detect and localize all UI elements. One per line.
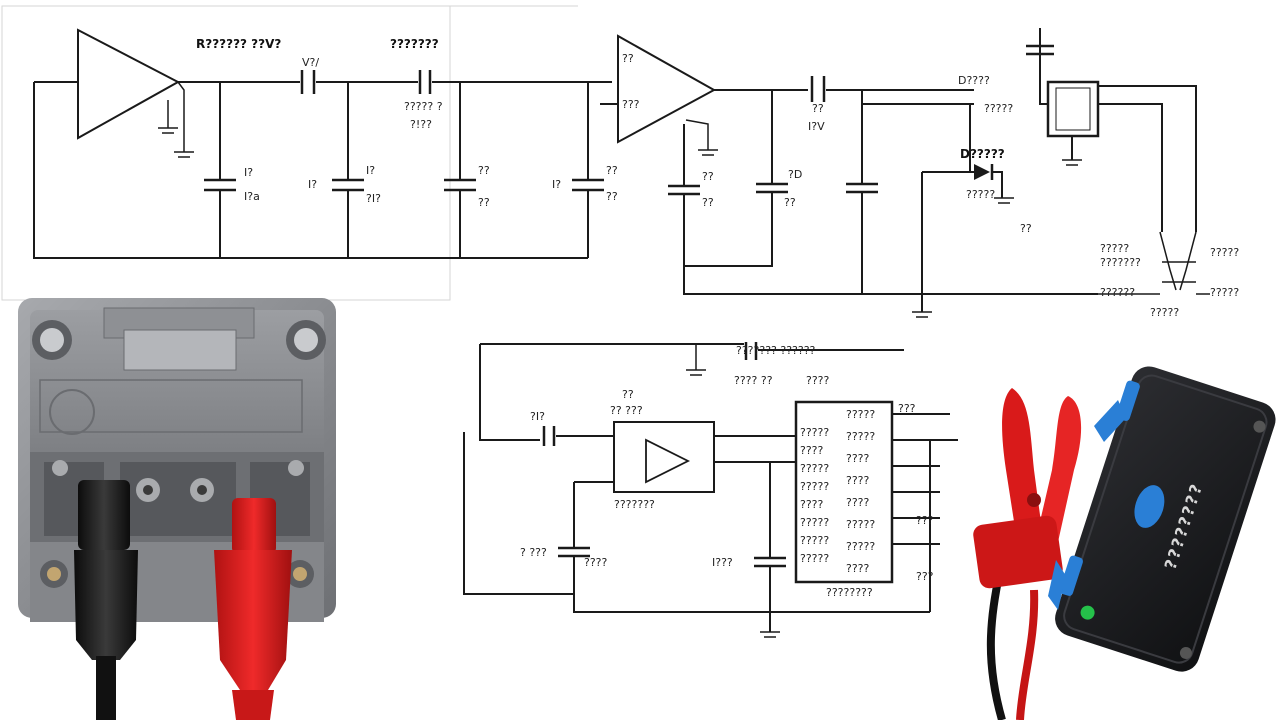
chip-pin-right-label: ???? (846, 562, 870, 575)
label-cap-a: ?I? (530, 410, 545, 423)
ground-symbol (174, 138, 194, 158)
label-c3: ?? (478, 164, 490, 177)
label-amp2b: ??? (622, 98, 640, 111)
red-cable-boot (232, 498, 276, 554)
label-c6: ?? (702, 170, 714, 183)
label-c7: ?D (788, 168, 802, 181)
label-rt3: ?????? (1100, 286, 1135, 299)
ground-bus (33, 82, 588, 259)
label-rt1: ????? (1100, 242, 1129, 255)
chip-pin-right-label: ???? (846, 474, 870, 487)
device-logo (1134, 485, 1165, 528)
chip-pin-right-label: ???? (846, 452, 870, 465)
label-c2: I? (366, 164, 375, 177)
op-amp-2-symbol (617, 34, 717, 144)
label-c3b: ?? (478, 196, 490, 209)
label-ic-mid: ????? (984, 102, 1013, 115)
label-chip-top: ???? (806, 374, 830, 387)
label-c4: ?? (606, 164, 618, 177)
label-rt5: ????? (1210, 286, 1239, 299)
label-right-b: ??? (916, 514, 934, 527)
label-chip-bottom: ???????? (826, 586, 873, 599)
device-black-cable (986, 569, 1006, 720)
label-amp-b: ?? ??? (610, 404, 643, 417)
diode-symbol (974, 164, 990, 180)
label-ic-top: D???? (958, 74, 990, 87)
label-diode2: ????? (966, 188, 995, 201)
label-c1b: I?a (244, 190, 260, 203)
label-c-mid: I??? (712, 556, 733, 569)
device-red-cable (1016, 589, 1039, 720)
label-rt2: ??????? (1100, 256, 1141, 269)
label-rt4: ????? (1210, 246, 1239, 259)
label-diode: D????? (960, 147, 1005, 161)
power-led (1080, 605, 1095, 620)
label-c4b: ?? (606, 190, 618, 203)
chip-pin-right-label: ????? (846, 540, 875, 553)
label-cap2a: ????? ? (404, 100, 443, 113)
label-bottom-top: ??????? ?????? (736, 344, 816, 357)
label-r1: I? (308, 178, 317, 191)
label-amp2a: ?? (622, 52, 634, 65)
black-cable-boot (78, 480, 130, 550)
chip-pin-right-label: ???? (846, 496, 870, 509)
label-c1: I? (244, 166, 253, 179)
chip-pin-left-label: ???? (800, 498, 824, 511)
chip-pin-left-label: ????? (800, 534, 829, 547)
chip-pin-left-label: ????? (800, 552, 829, 565)
chip-pin-right-label: ????? (846, 518, 875, 531)
label-c7b: ?? (784, 196, 796, 209)
label-gain: R?????? ??V? (196, 37, 281, 51)
label-bottom-top2: ???? ?? (734, 374, 773, 387)
chip-pin-left-label: ????? (800, 480, 829, 493)
chip-pins-left: ?????????????????????????????????????? (800, 426, 829, 565)
label-c6b: ?? (702, 196, 714, 209)
chip-pin-right-label: ????? (846, 430, 875, 443)
chip-pin-left-label: ????? (800, 462, 829, 475)
label-cap2b: ?!?? (410, 118, 432, 131)
label-diode3: ?? (1020, 222, 1032, 235)
label-cap1: V?/ (302, 56, 319, 69)
label-r2: I? (552, 178, 561, 191)
chip-pin-right-label: ????? (846, 408, 875, 421)
jump-starter-device: ???????? (1055, 366, 1276, 672)
op-amp-1-symbol (77, 28, 181, 140)
bottom-op-amp-symbol (645, 438, 691, 484)
label-cap-b: ? ??? (520, 546, 547, 559)
microcontroller-chip (794, 400, 894, 584)
chip-pin-left-label: ????? (800, 426, 829, 439)
label-c5b: I?V (808, 120, 825, 133)
label-vbox: ??????? (390, 37, 439, 51)
red-clamp-jaw-left (1002, 388, 1046, 560)
label-c5: ?? (812, 102, 824, 115)
label-right-a: ??? (898, 402, 916, 415)
label-right-c: ??? (916, 570, 934, 583)
label-c2b: ?I? (366, 192, 381, 205)
chip-pin-left-label: ???? (800, 444, 824, 457)
chip-pin-left-label: ????? (800, 516, 829, 529)
label-cap-c: ???? (584, 556, 608, 569)
label-amp-c: ??????? (614, 498, 655, 511)
label-bottom: ????? (1150, 306, 1179, 319)
label-amp-a: ?? (622, 388, 634, 401)
chip-pins-right: ???????????????????????????????????? (846, 408, 875, 575)
